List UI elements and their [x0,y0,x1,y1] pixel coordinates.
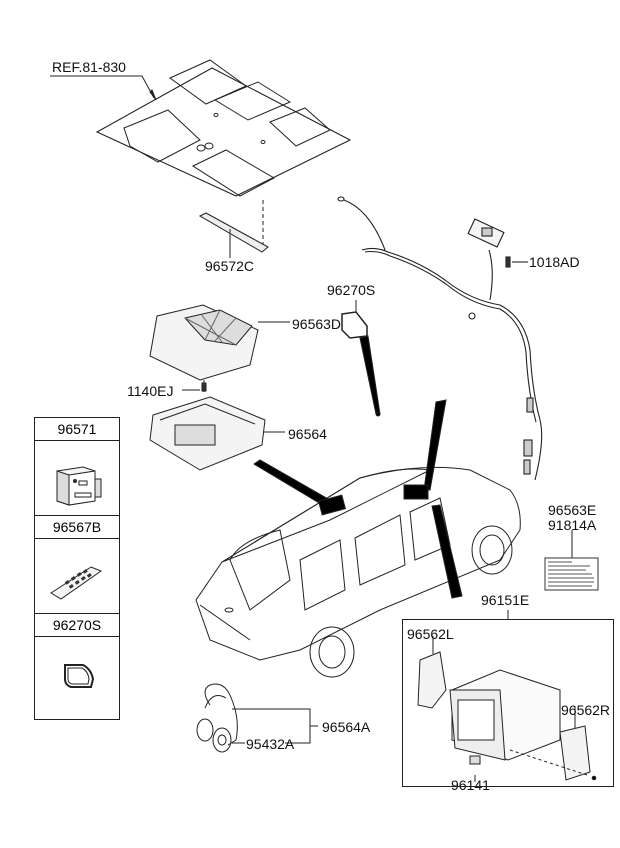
rubber-pad-icon [64,664,95,688]
label-96564a: 96564A [322,719,371,735]
label-96564: 96564 [288,426,327,442]
bracket-96572c [198,212,269,258]
head-unit-96151e [417,636,597,782]
label-96151e: 96151E [481,592,530,608]
head-unit-frame [402,619,614,787]
warning-label [544,530,599,591]
label-96563d: 96563D [292,316,342,332]
headphones-95432a [196,683,318,753]
label-96563e: 96563E [548,502,597,518]
label-96270s: 96270S [327,282,376,298]
label-96141: 96141 [451,777,490,793]
pad-96270s [341,300,381,417]
side-item-96270s-label: 96270S [35,614,119,637]
side-item-96567b-label: 96567B [35,516,119,539]
side-item-96567b [35,539,119,614]
label-96572c: 96572C [205,258,255,274]
side-item-96270s [35,637,119,715]
label-1140ej: 1140EJ [127,383,174,399]
headliner-panel [95,59,352,248]
label-91814a: 91814A [548,517,597,533]
cover-96564 [149,396,285,471]
label-95432a: 95432A [246,736,295,752]
side-item-96571 [35,441,119,516]
ref-leader [50,75,157,101]
jack-module-icon [56,466,102,506]
label-ref-headliner: REF.81-830 [52,59,126,75]
monitor-96563d [149,304,290,392]
van-illustration [195,399,521,678]
side-parts-panel: 96571 96567B 96270S [34,417,120,720]
side-item-96571-label: 96571 [35,418,119,441]
wiring-harness [337,196,543,481]
label-1018ad: 1018AD [529,254,580,270]
label-96562r: 96562R [561,702,611,718]
label-96562l: 96562L [407,626,454,642]
remote-control-icon [50,566,103,600]
